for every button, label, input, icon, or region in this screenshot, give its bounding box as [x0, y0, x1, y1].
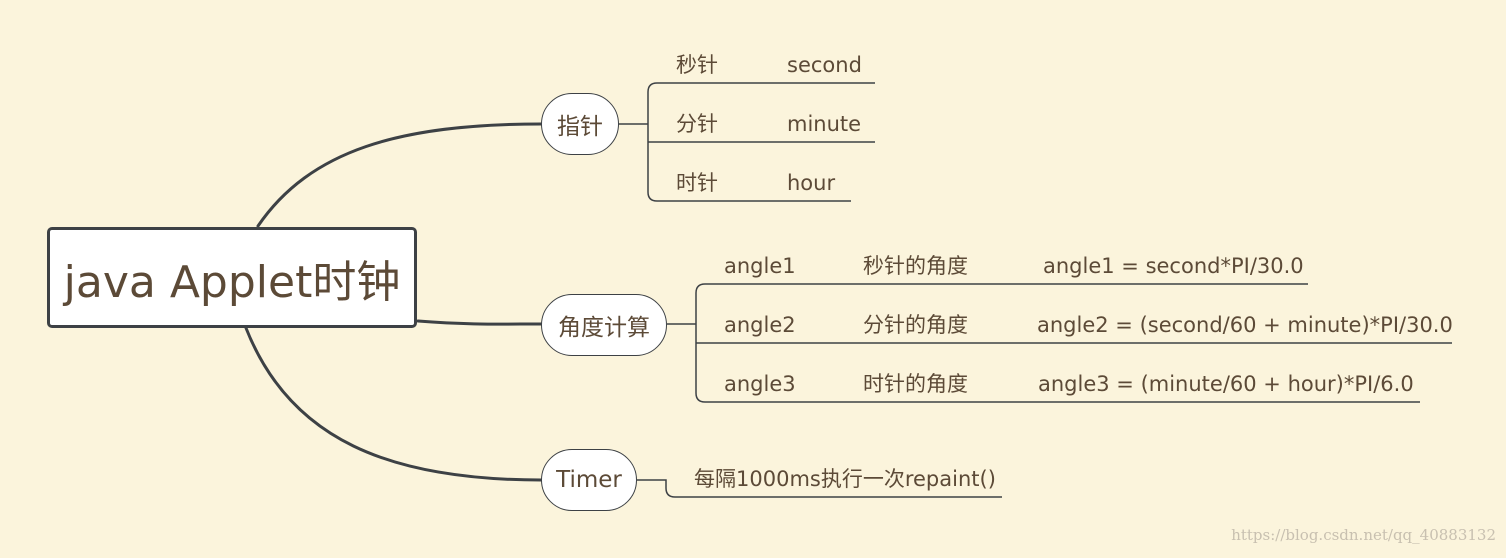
angle1-desc: 秒针的角度: [863, 254, 968, 278]
topic-timer-label: Timer: [556, 467, 622, 493]
second-hand-value: second: [787, 53, 862, 77]
pointer-bracket: [647, 82, 875, 202]
angle3-var: angle3: [724, 372, 796, 396]
topic-pointer-label: 指针: [557, 114, 603, 140]
root-topic: java Applet时钟: [47, 227, 417, 328]
root-to-pointer-connector: [256, 122, 543, 228]
minute-hand-value: minute: [787, 112, 862, 136]
topic-angle: 角度计算: [541, 294, 667, 356]
watermark: https://blog.csdn.net/qq_40883132: [1231, 526, 1496, 544]
minute-hand-name: 分针: [676, 112, 718, 136]
angle2-var: angle2: [724, 313, 796, 337]
topic-pointer: 指针: [541, 93, 619, 155]
angle1-var: angle1: [724, 254, 796, 278]
angle3-desc: 时针的角度: [863, 372, 968, 396]
root-to-angle-connector: [416, 319, 543, 326]
angle2-formula: angle2 = (second/60 + minute)*PI/30.0: [1037, 313, 1453, 337]
timer-description: 每隔1000ms执行一次repaint(): [694, 467, 996, 491]
root-to-timer-connector: [244, 326, 543, 482]
topic-angle-label: 角度计算: [558, 315, 650, 341]
root-title: java Applet时钟: [63, 256, 401, 308]
hour-hand-value: hour: [787, 171, 836, 195]
timer-stub: [637, 479, 1002, 498]
angle-bracket-2: [695, 293, 1420, 403]
angle-bracket-1: [695, 283, 1308, 294]
topic-timer: Timer: [541, 449, 637, 511]
angle2-desc: 分针的角度: [863, 313, 968, 337]
angle3-formula: angle3 = (minute/60 + hour)*PI/6.0: [1038, 372, 1414, 396]
second-hand-name: 秒针: [676, 53, 718, 77]
angle1-formula: angle1 = second*PI/30.0: [1043, 254, 1304, 278]
hour-hand-name: 时针: [676, 171, 718, 195]
